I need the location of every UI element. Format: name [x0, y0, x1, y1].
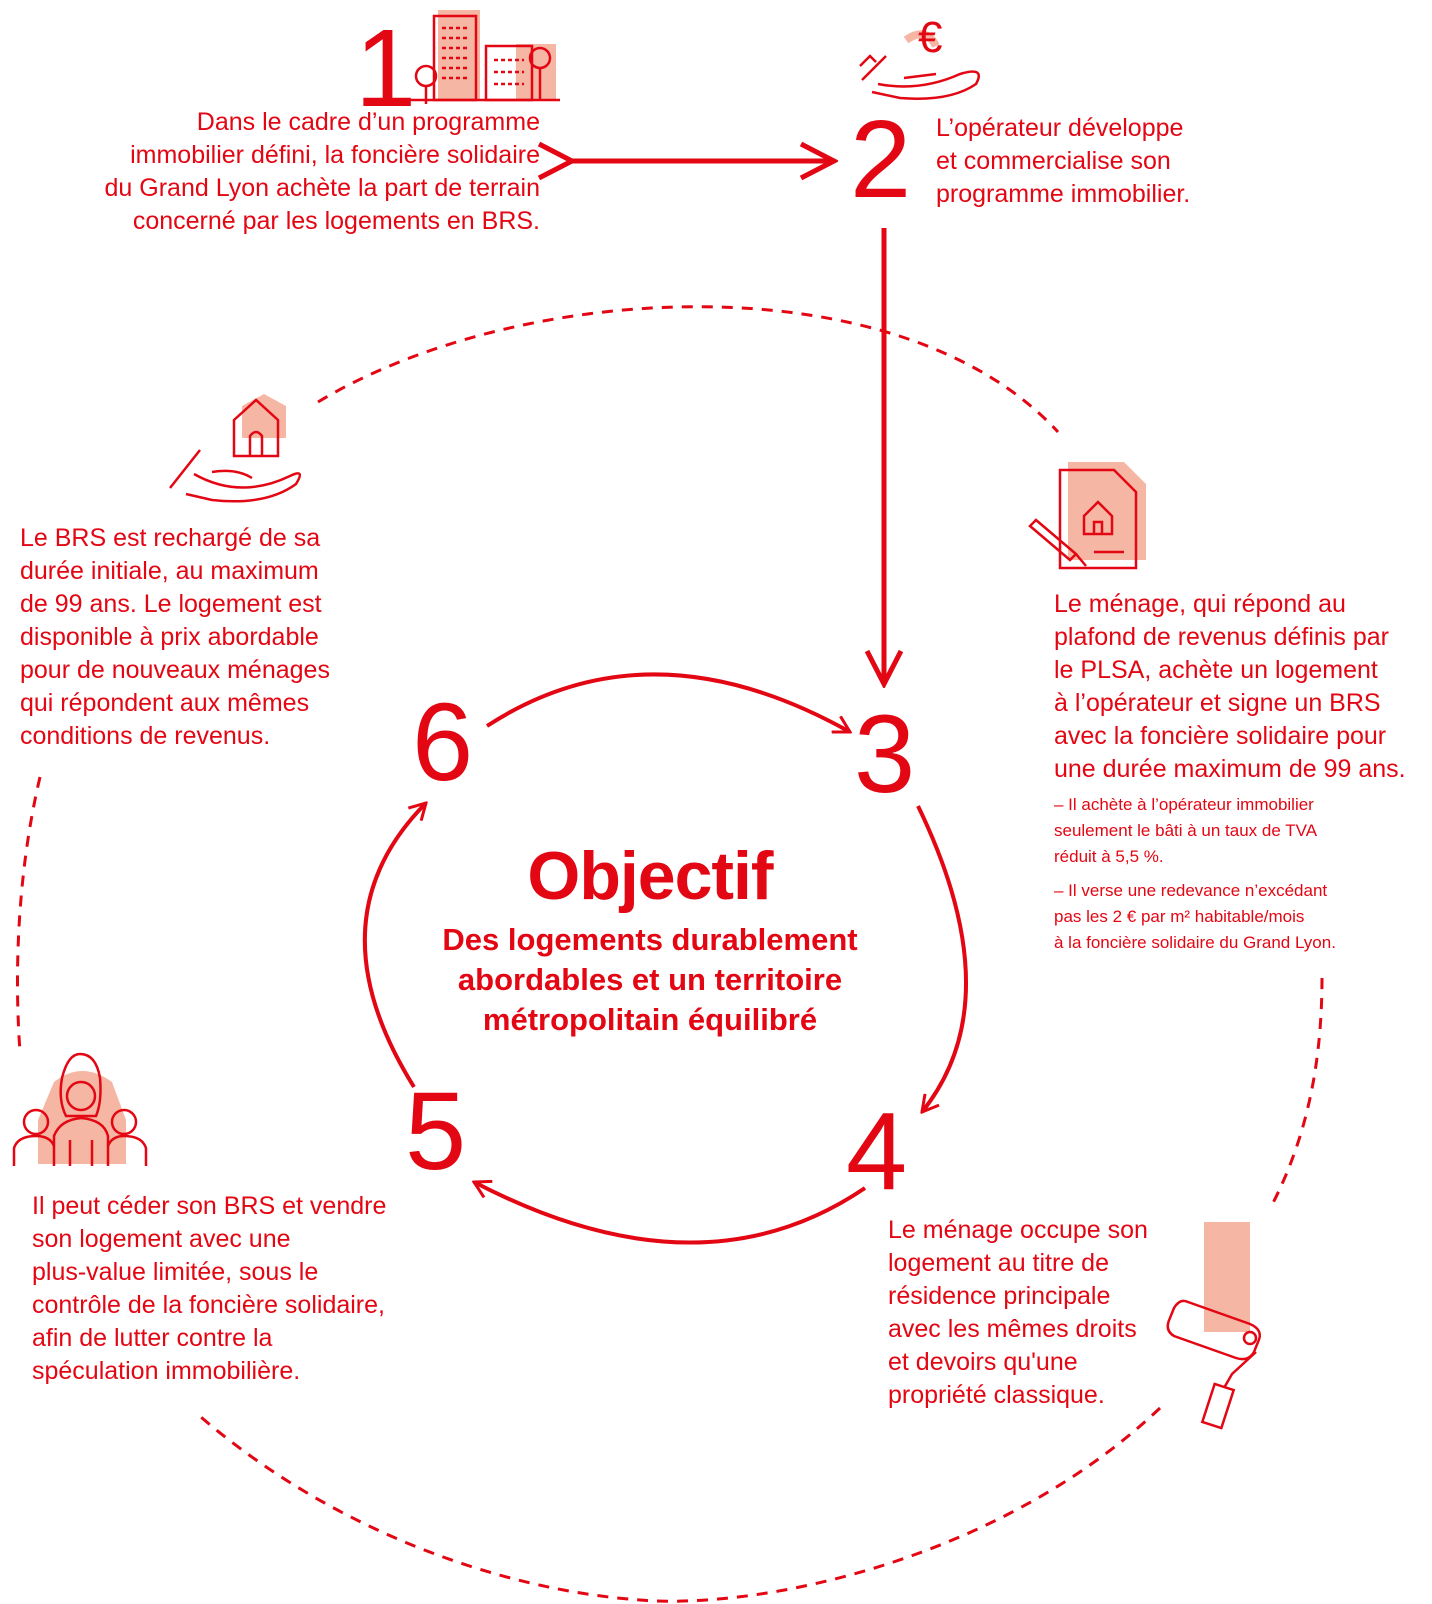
text-line: spéculation immobilière.	[32, 1357, 301, 1385]
step-2-text: L’opérateur développe et commercialise s…	[936, 112, 1356, 211]
text-line: Le ménage occupe son	[888, 1216, 1148, 1244]
dashed-arc-top	[317, 305, 1060, 434]
text-line: à la foncière solidaire du Grand Lyon.	[1054, 933, 1336, 952]
dashed-arc-bottom	[194, 1406, 1162, 1603]
step-number-6: 6	[412, 681, 474, 804]
text-line: plafond de revenus définis par	[1054, 623, 1389, 651]
text-line: le PLSA, achète un logement	[1054, 656, 1378, 684]
contract-signature-icon	[1028, 462, 1146, 570]
objective-subtitle: Des logements durablement abordables et …	[330, 920, 970, 1040]
text-line: son logement avec une	[32, 1225, 291, 1253]
text-line: et commercialise son	[936, 147, 1171, 175]
inner-cycle-arrows	[362, 672, 968, 1245]
step-3-notes: – Il achète à l’opérateur immobilier seu…	[1054, 792, 1424, 964]
arrow-5-to-6	[362, 803, 426, 1089]
text-line: Dans le cadre d’un programme	[196, 108, 540, 136]
text-line: à l’opérateur et signe un BRS	[1054, 689, 1381, 717]
step-number-4: 4	[846, 1090, 908, 1213]
text-line: une durée maximum de 99 ans.	[1054, 755, 1406, 783]
arrow-4-to-5	[474, 1182, 867, 1245]
step-6-text: Le BRS est rechargé de sa durée initiale…	[20, 522, 380, 753]
text-line: concerné par les logements en BRS.	[132, 207, 540, 235]
buildings-icon	[410, 10, 560, 104]
step-3-text: Le ménage, qui répond au plafond de reve…	[1054, 588, 1424, 786]
text-line: programme immobilier.	[936, 180, 1191, 208]
text-line: – Il achète à l’opérateur immobilier	[1054, 795, 1314, 814]
text-line: avec les mêmes droits	[888, 1315, 1137, 1343]
text-line: Il peut céder son BRS et vendre	[32, 1192, 387, 1220]
hand-euro-icon: €	[859, 13, 980, 100]
text-line: logement au titre de	[888, 1249, 1109, 1277]
text-line: L’opérateur développe	[936, 114, 1184, 142]
step-number-1: 1	[355, 7, 417, 130]
text-line: conditions de revenus.	[20, 722, 271, 750]
svg-text:€: €	[918, 13, 942, 62]
text-line: Le ménage, qui répond au	[1054, 590, 1346, 618]
objective-block: Objectif Des logements durablement abord…	[330, 838, 970, 1040]
text-line: et devoirs qu'une	[888, 1348, 1078, 1376]
text-line: Le BRS est rechargé de sa	[20, 524, 321, 552]
hand-house-icon	[169, 394, 302, 503]
step-4-text: Le ménage occupe son logement au titre d…	[888, 1214, 1188, 1412]
note-redevance: – Il verse une redevance n’excédant pas …	[1054, 878, 1424, 956]
step-number-2: 2	[850, 98, 912, 221]
text-line: du Grand Lyon achète la part de terrain	[104, 174, 540, 202]
text-line: résidence principale	[888, 1282, 1111, 1310]
arrow-6-to-3	[485, 672, 850, 734]
text-line: – Il verse une redevance n’excédant	[1054, 881, 1328, 900]
people-group-icon	[12, 1052, 148, 1166]
text-line: réduit à 5,5 %.	[1054, 847, 1164, 866]
dashed-arc-left	[16, 776, 42, 1053]
dashed-arc-right	[1270, 977, 1324, 1206]
text-line: contrôle de la foncière solidaire,	[32, 1291, 385, 1319]
text-line: disponible à prix abordable	[20, 623, 319, 651]
text-line: propriété classique.	[888, 1381, 1105, 1409]
text-line: qui répondent aux mêmes	[20, 689, 310, 717]
text-line: afin de lutter contre la	[32, 1324, 273, 1352]
step-1-text: Dans le cadre d’un programme immobilier …	[60, 106, 540, 238]
text-line: pour de nouveaux ménages	[20, 656, 330, 684]
outer-dashed-loop	[16, 305, 1324, 1603]
objective-subtitle-line: Des logements durablement	[442, 922, 858, 957]
objective-title: Objectif	[527, 838, 773, 914]
note-tva: – Il achète à l’opérateur immobilier seu…	[1054, 792, 1424, 870]
text-line: pas les 2 € par m² habitable/mois	[1054, 907, 1305, 926]
step-5-text: Il peut céder son BRS et vendre son loge…	[32, 1190, 432, 1388]
objective-subtitle-line: métropolitain équilibré	[482, 1002, 818, 1037]
step-number-5: 5	[405, 1070, 467, 1193]
text-line: immobilier défini, la foncière solidaire	[130, 141, 540, 169]
step-number-3: 3	[854, 693, 916, 816]
text-line: plus-value limitée, sous le	[32, 1258, 319, 1286]
text-line: seulement le bâti à un taux de TVA	[1054, 821, 1318, 840]
objective-subtitle-line: abordables et un territoire	[457, 962, 843, 997]
paint-roller-icon	[1166, 1222, 1261, 1430]
text-line: de 99 ans. Le logement est	[20, 590, 322, 618]
text-line: avec la foncière solidaire pour	[1054, 722, 1387, 750]
arrow-3-to-4	[916, 805, 968, 1112]
text-line: durée initiale, au maximum	[20, 557, 319, 585]
